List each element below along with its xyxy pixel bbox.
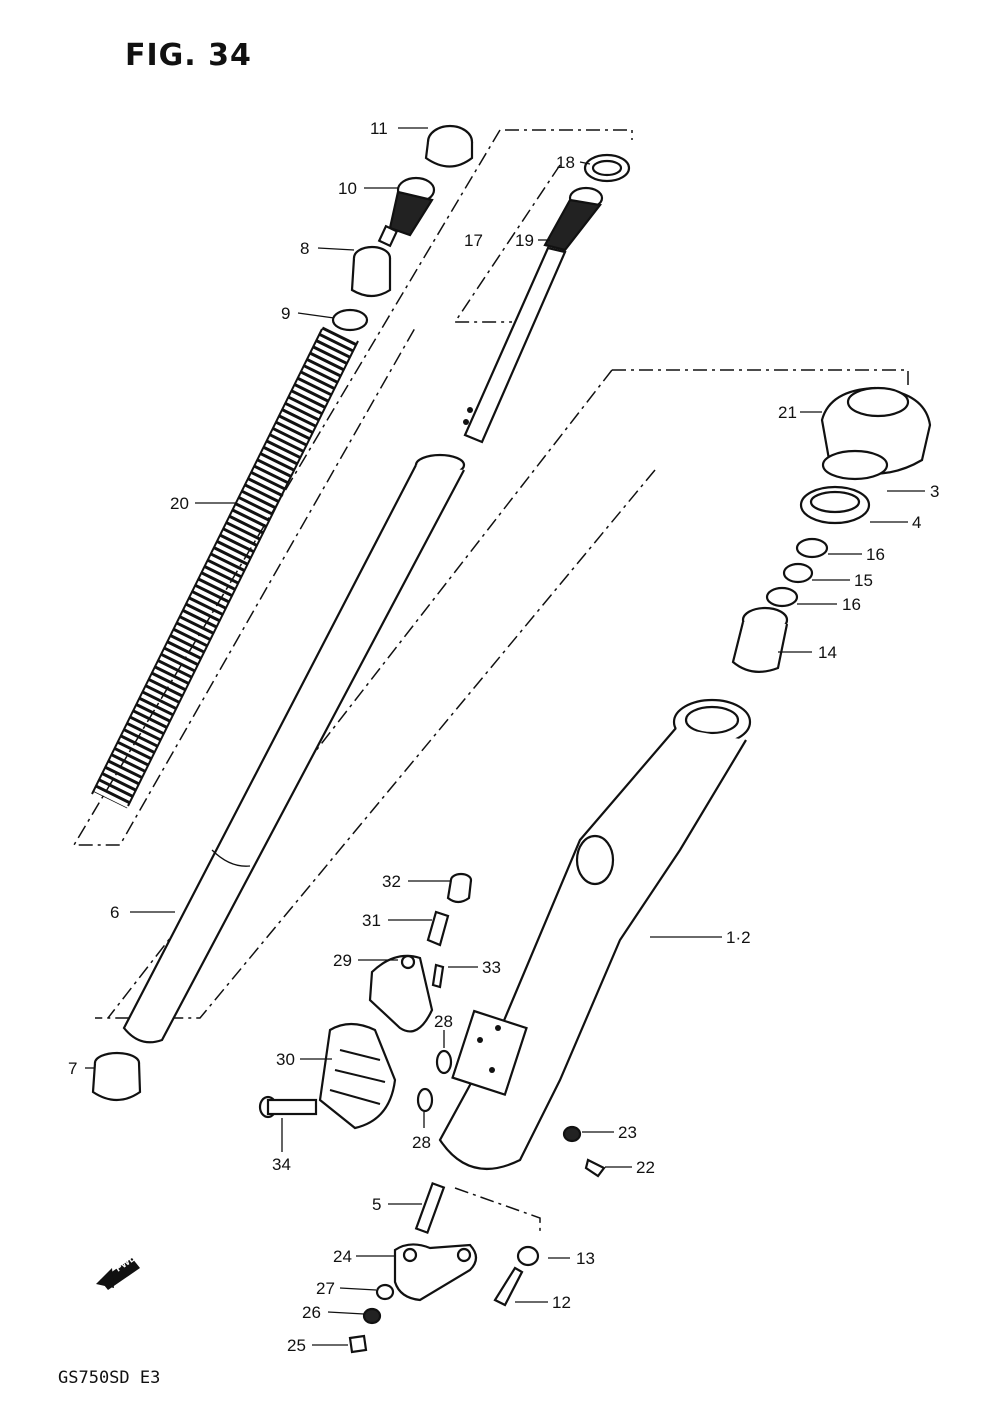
- part-12-bolt: [493, 1266, 524, 1307]
- part-23-washer: [562, 1125, 582, 1143]
- part-34-bolt: [258, 1095, 318, 1119]
- part-25-nut: [348, 1334, 368, 1354]
- part-6-inner-tube: [122, 453, 466, 1044]
- part-10-bolt: [377, 176, 436, 248]
- callout-17: 17: [464, 231, 483, 250]
- part-11-cap: [424, 124, 474, 168]
- callout-18: 18: [556, 153, 575, 172]
- callout-22: 22: [636, 1158, 655, 1177]
- callout-3: 3: [930, 482, 939, 501]
- part-14-bushing: [731, 606, 789, 673]
- callout-11: 11: [370, 119, 388, 138]
- callout-23: 23: [618, 1123, 637, 1142]
- leader-lines: [85, 127, 925, 1346]
- callout-25: 25: [287, 1336, 306, 1355]
- part-8-spacer: [350, 245, 392, 298]
- part-9-washer: [331, 308, 369, 332]
- part-17-damper-rod: [463, 186, 604, 444]
- part-15-washer: [782, 562, 814, 584]
- part-4-oil-seal: [799, 485, 871, 525]
- callout-9: 9: [281, 304, 290, 323]
- callout-7: 7: [68, 1059, 77, 1078]
- callout-28-upper: 28: [434, 1012, 453, 1031]
- callout-27: 27: [316, 1279, 335, 1298]
- callout-33: 33: [482, 958, 501, 977]
- part-16-washer-lower: [765, 586, 799, 608]
- part-20-spring: [91, 326, 359, 809]
- part-33-screw: [431, 963, 445, 989]
- part-28-washer-lower: [416, 1087, 434, 1113]
- callout-1-2: 1·2: [726, 928, 751, 947]
- figure-title: FIG. 34: [125, 38, 252, 73]
- callout-34: 34: [272, 1155, 291, 1174]
- callout-15: 15: [854, 571, 873, 590]
- part-31-nipple: [426, 910, 450, 947]
- part-30-brake-pad: [318, 1022, 397, 1130]
- callout-24: 24: [333, 1247, 352, 1266]
- model-code: GS750SD E3: [58, 1368, 161, 1388]
- callout-13: 13: [576, 1249, 595, 1268]
- part-29-caliper-holder: [368, 954, 434, 1033]
- callout-30: 30: [276, 1050, 295, 1069]
- part-22-bolt: [584, 1158, 606, 1178]
- part-18-ring: [583, 153, 631, 183]
- callout-16-upper: 16: [866, 545, 885, 564]
- callout-4: 4: [912, 513, 921, 532]
- part-24-axle-holder: [393, 1243, 478, 1302]
- callout-labels: 11 10 8 9 18 17 19 20 21 3 4 16 15 16 14…: [68, 119, 939, 1355]
- fwd-arrow-icon: [96, 1258, 140, 1290]
- part-1-2-outer-tube: [438, 698, 752, 1171]
- callout-29: 29: [333, 951, 352, 970]
- part-16-washer-upper: [795, 537, 829, 559]
- callout-16-lower: 16: [842, 595, 861, 614]
- callout-12: 12: [552, 1293, 571, 1312]
- part-27-washer: [375, 1283, 395, 1301]
- part-7-bushing: [91, 1051, 142, 1102]
- part-26-lockwasher: [362, 1307, 382, 1325]
- callout-19: 19: [515, 231, 534, 250]
- part-28-washer-upper: [435, 1049, 453, 1075]
- callout-32: 32: [382, 872, 401, 891]
- callout-14: 14: [818, 643, 837, 662]
- callout-21: 21: [778, 403, 797, 422]
- callout-26: 26: [302, 1303, 321, 1322]
- part-5-stud: [414, 1181, 446, 1235]
- part-32-cap: [446, 872, 473, 904]
- part-3-clip: [821, 449, 889, 481]
- callout-20: 20: [170, 494, 189, 513]
- callout-28-lower: 28: [412, 1133, 431, 1152]
- callout-5: 5: [372, 1195, 381, 1214]
- callout-6: 6: [110, 903, 119, 922]
- callout-31: 31: [362, 911, 381, 930]
- part-13-washer: [516, 1245, 540, 1267]
- callout-10: 10: [338, 179, 357, 198]
- callout-8: 8: [300, 239, 309, 258]
